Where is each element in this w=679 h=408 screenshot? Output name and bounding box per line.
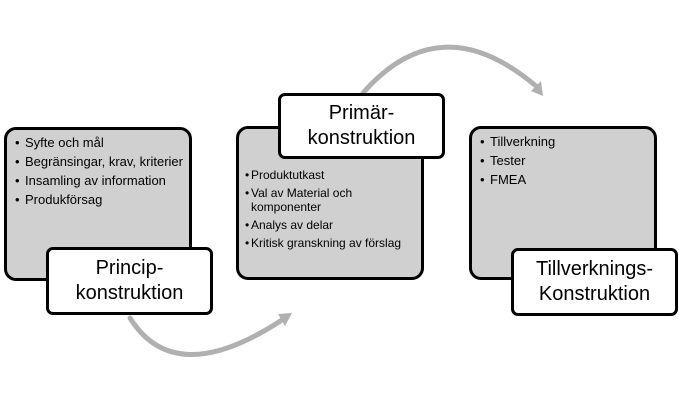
list-item: Val av Material och komponenter [245,186,417,215]
list-item: Tillverkning [480,134,650,150]
stage-1-title: Princip- konstruktion [46,247,213,315]
list-item: Analys av delar [245,218,417,233]
list-item: Produkförsag [15,192,185,208]
list-item: Tester [480,153,650,169]
arrow-1-to-2-head [278,313,292,326]
list-item: Produktutkast [245,168,417,183]
list-item: Kritisk granskning av förslag [245,236,417,251]
stage-3-title: Tillverknings- Konstruktion [511,248,678,316]
list-item: Syfte och mål [15,135,185,151]
arrow-2-to-3 [360,44,539,96]
arrow-1-to-2 [127,315,285,357]
stage-1-list: Syfte och mål Begränsingar, krav, kriter… [7,130,189,208]
stage-2-list: Produktutkast Val av Material och kompon… [239,129,421,251]
list-item: FMEA [480,172,650,188]
stage-2-title: Primär- konstruktion [278,93,445,159]
list-item: Begränsingar, krav, kriterier [15,154,185,170]
list-item: Insamling av information [15,173,185,189]
stage-3-list: Tillverkning Tester FMEA [472,129,654,188]
arrow-2-to-3-head [531,81,543,96]
